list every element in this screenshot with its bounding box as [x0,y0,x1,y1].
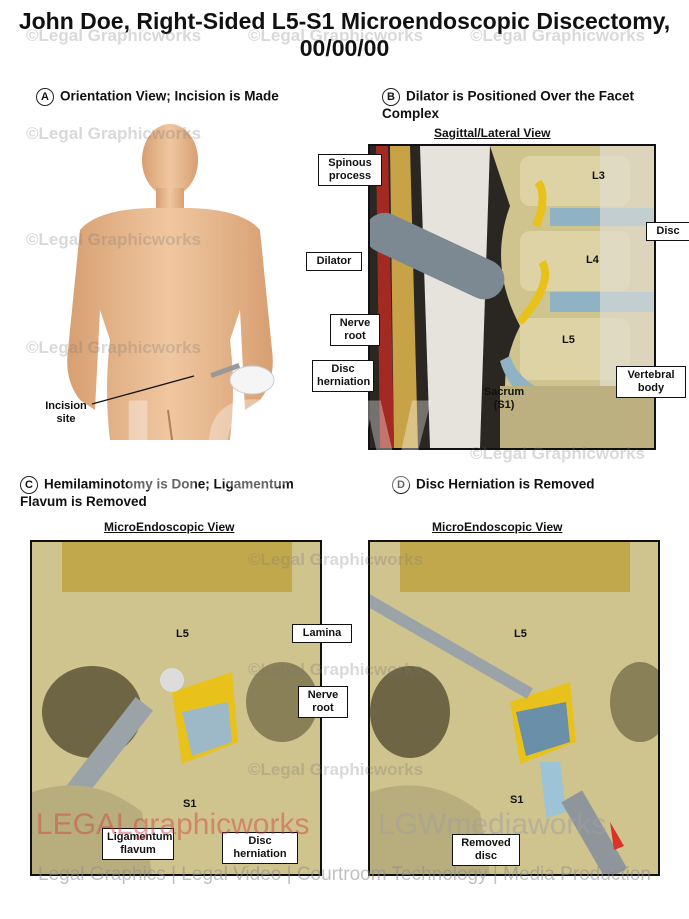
panel-c-subheading: MicroEndoscopic View [104,520,235,534]
watermark: ©Legal Graphicworks [26,124,202,143]
panel-b-badge: B [382,88,400,106]
l4-label: L4 [586,254,599,266]
vertebral-body-callout: Vertebral body [616,366,686,398]
s1-label-c: S1 [183,798,197,810]
l5-label-c: L5 [176,628,189,640]
watermark: ©Legal Graphicworks [26,338,202,357]
watermark: ©Legal Graphicworks [248,660,424,679]
big-watermark: LGW [120,372,436,518]
s1-label-d: S1 [510,794,524,806]
brand-right: LGWmediaworks [378,808,607,841]
panel-d-badge: D [392,476,410,494]
microendoscopic-view-c [30,540,322,876]
ligamentum-flavum-callout: Ligamentum flavum [102,828,174,860]
removed-disc-callout: Removed disc [452,834,520,866]
panel-d-subheading: MicroEndoscopic View [432,520,563,534]
spinous-process-callout: Spinous process [318,154,382,186]
page-title: John Doe, Right-Sided L5-S1 Microendosco… [18,8,671,61]
nerve-root-callout-c: Nerve root [298,686,348,718]
sagittal-view-frame [368,144,656,450]
disc-callout: Disc [646,222,689,241]
incision-site-label: Incision site [45,400,87,425]
watermark: ©Legal Graphicworks [470,444,646,463]
l5-label-d: L5 [514,628,527,640]
sacrum-label: Sacrum (S1) [483,386,525,411]
lamina-callout: Lamina [292,624,352,643]
incision-leader [91,375,195,405]
watermark: ©Legal Graphicworks [26,230,202,249]
panel-d-heading-text: Disc Herniation is Removed [416,476,595,492]
disc-herniation-callout-c: Disc herniation [222,832,298,864]
panel-b-subheading: Sagittal/Lateral View [434,126,551,140]
watermark: ©Legal Graphicworks [470,26,646,45]
l5-label-b: L5 [562,334,575,346]
watermark: ©Legal Graphicworks [26,26,202,45]
body-back-illustration [67,124,275,440]
watermark: ©Legal Graphicworks [248,760,424,779]
l3-label: L3 [592,170,605,182]
panel-b-heading-text: Dilator is Positioned Over the Facet Com… [382,88,635,121]
panel-c-heading-text: Hemilaminotomy is Done; Ligamentum Flavu… [20,476,294,509]
watermark: ©Legal Graphicworks [248,550,424,569]
microendoscopic-view-d [368,540,660,876]
footer: Legal Graphics | Legal Video | Courtroom… [38,864,651,885]
panel-d-heading: D Disc Herniation is Removed [392,476,652,494]
panel-a-heading: A Orientation View; Incision is Made [36,88,336,106]
watermark: ©Legal Graphicworks [248,26,424,45]
brand-left: LEGALgraphicworks [36,808,310,841]
disc-herniation-callout-b: Disc herniation [312,360,374,392]
panel-a-badge: A [36,88,54,106]
dilator-callout: Dilator [306,252,362,271]
panel-a-heading-text: Orientation View; Incision is Made [60,88,279,104]
nerve-root-callout: Nerve root [330,314,380,346]
panel-c-badge: C [20,476,38,494]
